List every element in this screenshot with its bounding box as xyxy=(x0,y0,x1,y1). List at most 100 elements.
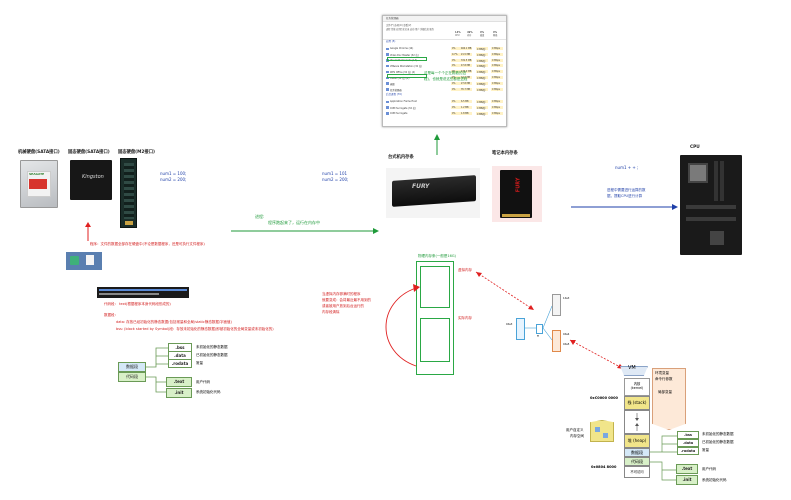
tree-rodata: .rodata xyxy=(168,359,192,368)
tm-title: 任务管理器 xyxy=(383,16,506,22)
vm-init: .init xyxy=(676,475,698,485)
tm-process-value: 460.1 MB xyxy=(461,47,472,50)
hdd-brand: SEAGATE xyxy=(29,172,45,176)
tm-process-value: 21.5 MB xyxy=(461,52,470,56)
tm-process-value: 0 Mbps xyxy=(492,47,500,50)
hdd-label: 机械硬盘(SATA接口) xyxy=(18,150,60,155)
tm-process-value: 47.8 MB xyxy=(461,64,470,68)
vm-env-2: 命令行参数 xyxy=(655,377,673,381)
tm-callout-1: 这是每一个个正在跑着的进 xyxy=(424,71,466,75)
tm-process-value: 0 Mbps xyxy=(492,111,500,115)
tree-rodata-desc: 常量 xyxy=(196,361,203,365)
ssd-sata-image: Kingston xyxy=(70,160,112,200)
bss-line: bss: (block started by Symbol)段：存放未初始化的静… xyxy=(116,327,274,331)
tm-process-value: 0 MB/秒 xyxy=(477,101,486,104)
map-label-4: 0Xe4 xyxy=(563,333,570,336)
tm-process-value: 0 Mbps xyxy=(492,58,500,62)
mem-num1: num1 = 101 xyxy=(322,171,348,176)
tm-process-name: Google Chrome (14) xyxy=(390,47,414,50)
tm-process-value: 0 Mbps xyxy=(492,105,500,109)
hdd-image: SEAGATE xyxy=(20,160,58,208)
desktop-mem-label: 台式机内存条 xyxy=(388,155,414,160)
vm-user-space-2: 内存空间 xyxy=(570,434,584,438)
vm-data-seg: 数据段 xyxy=(624,448,650,457)
tm-process-value: 0% xyxy=(452,105,456,109)
tm-section-bg: 后台进程 (70) xyxy=(386,93,402,96)
tree-init: .init xyxy=(166,388,192,398)
tm-highlight-2 xyxy=(387,74,427,78)
task-manager-window[interactable]: 任务管理器 文件(F) 选项(O) 查看(V) 进程 性能 应用历史记录 启动 … xyxy=(382,15,507,127)
process-desc: 程序跑起来了，运行在内存中 xyxy=(268,220,320,225)
disk-num2: num2 = 200; xyxy=(160,177,187,182)
cpu-note-1: 进程中需要进行运算的数 xyxy=(607,188,646,192)
tm-process-value: 35.7 MB xyxy=(461,87,470,91)
tm-process-value: 0 MB/秒 xyxy=(477,65,486,69)
tree-bss-desc: 未初始化的静态数据 xyxy=(196,345,228,349)
swap-curve xyxy=(385,284,420,367)
vm-data: .data xyxy=(677,439,699,447)
ssd-m2-image xyxy=(120,158,137,228)
tm-process-name: COM Surrogate (32 位) xyxy=(390,106,416,110)
disk-num1: num1 = 100; xyxy=(160,171,187,176)
tm-callout-2: 程)，也就是说这些都是进程 xyxy=(424,77,468,81)
tm-process-value: 1.8 MB xyxy=(461,111,469,115)
process-title: 进程: xyxy=(255,214,265,219)
ssd-brand: Kingston xyxy=(82,174,104,180)
tm-process-name: VMware Workstation (32 位) xyxy=(390,65,423,69)
tm-process-name: Application Frame Host xyxy=(390,100,417,103)
tm-process-value: 0 Mbps xyxy=(492,64,500,68)
exe-icon[interactable] xyxy=(70,256,79,265)
tm-process-value: 14.7 MB xyxy=(461,76,470,79)
app-icon xyxy=(386,82,389,85)
app-icon xyxy=(386,112,389,115)
vm-text-desc: 用户代码 xyxy=(702,467,716,471)
laptop-ram-image: FURY xyxy=(492,166,542,222)
map-label-5: 0Xe5 xyxy=(563,343,570,346)
physical-note-1: 当虚拟内存够满时的程序 xyxy=(322,292,361,296)
tree-data-desc: 已初始化的静态数据 xyxy=(196,353,228,357)
data-section-label: 数据段： xyxy=(104,313,118,317)
tm-col-disk: 0% xyxy=(480,31,485,34)
tm-process-value: 6.5 MB xyxy=(461,100,469,103)
app-icon xyxy=(386,47,389,50)
tm-process-value: 0 MB/秒 xyxy=(477,71,486,75)
tm-tabs[interactable]: 进程 性能 应用历史记录 启动 用户 详细信息 服务 xyxy=(386,28,434,31)
map-label-1: 0Xe3 xyxy=(506,323,513,326)
vm-kernel: 内核 (kernel) xyxy=(624,378,650,396)
tm-process-name: 画图 xyxy=(390,82,395,86)
map-label-2: 1Xe3 xyxy=(563,297,570,300)
vm-rodata: .rodata xyxy=(677,447,699,455)
vm-init-desc: 系统初始化代码 xyxy=(702,478,727,482)
tm-process-value: 0 Mbps xyxy=(492,70,500,74)
tm-col-cpu-name: CPU xyxy=(455,34,460,37)
tm-process-value: 0 Mbps xyxy=(492,81,500,85)
virtual-memory-block xyxy=(420,266,450,308)
tm-menu[interactable]: 文件(F) 选项(O) 查看(V) xyxy=(386,24,412,27)
tm-process-value: 136.0 MB xyxy=(461,70,472,74)
tree-data-seg: 数据段 xyxy=(118,362,146,372)
virtual-to-mapping-arrow xyxy=(475,271,535,311)
tm-process-value: 1.2 MB xyxy=(461,105,469,109)
map-box-3 xyxy=(552,294,561,316)
physical-note-2: 就要变成：会将最近最不用到的 xyxy=(322,298,371,302)
vm-user-space-1: 用户自定义 xyxy=(566,428,584,432)
tm-process-value: 0 Mbps xyxy=(492,52,500,56)
file-icon[interactable] xyxy=(86,255,94,265)
tm-process-value: 0% xyxy=(452,76,456,79)
app-icon xyxy=(386,53,389,56)
process-arrow xyxy=(231,228,379,234)
cpu-arrow xyxy=(571,204,678,210)
program-note: 程序：文件的数据全部存在硬盘中(不论是数据程序，还是可执行文件程序) xyxy=(90,242,205,246)
map-lines xyxy=(525,305,553,341)
terminal-snippet xyxy=(97,287,189,298)
